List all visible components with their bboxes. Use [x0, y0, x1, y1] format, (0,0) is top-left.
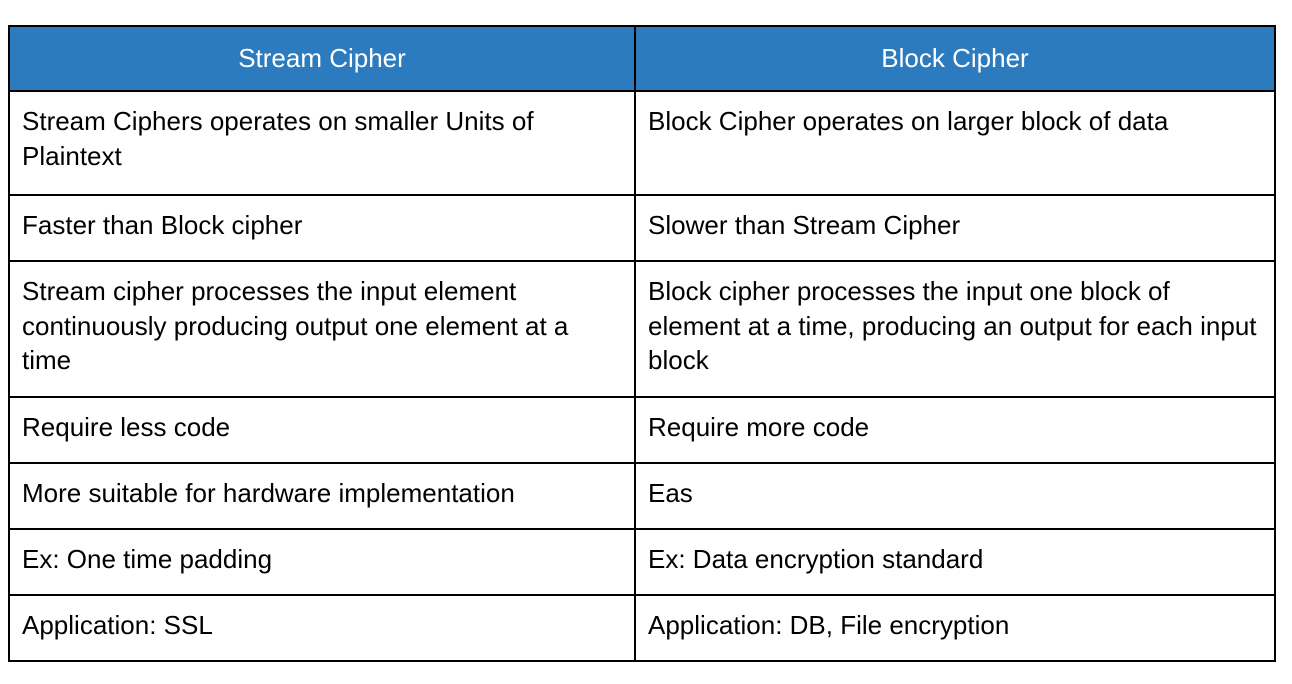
- cell-block-cipher-7: Application: DB, File encryption: [634, 594, 1276, 663]
- table-header-row: Stream Cipher Block Cipher: [8, 24, 1276, 93]
- table-row: Application: SSL Application: DB, File e…: [8, 594, 1276, 663]
- cell-block-cipher-1: Block Cipher operates on larger block of…: [634, 90, 1276, 197]
- table-row: Faster than Block cipher Slower than Str…: [8, 194, 1276, 263]
- cell-stream-cipher-3: Stream cipher processes the input elemen…: [8, 260, 636, 399]
- table-row: More suitable for hardware implementatio…: [8, 462, 1276, 531]
- cipher-comparison-table: Stream Cipher Block Cipher Stream Cipher…: [8, 24, 1276, 663]
- table-row: Stream cipher processes the input elemen…: [8, 260, 1276, 399]
- cell-block-cipher-6: Ex: Data encryption standard: [634, 528, 1276, 597]
- table-row: Stream Ciphers operates on smaller Units…: [8, 90, 1276, 197]
- column-header-stream-cipher: Stream Cipher: [8, 24, 636, 93]
- cell-stream-cipher-4: Require less code: [8, 396, 636, 465]
- table-body: Stream Ciphers operates on smaller Units…: [8, 90, 1276, 663]
- table-row: Require less code Require more code: [8, 396, 1276, 465]
- cell-stream-cipher-6: Ex: One time padding: [8, 528, 636, 597]
- cell-block-cipher-2: Slower than Stream Cipher: [634, 194, 1276, 263]
- table-header: Stream Cipher Block Cipher: [8, 24, 1276, 93]
- table-row: Ex: One time padding Ex: Data encryption…: [8, 528, 1276, 597]
- cell-block-cipher-4: Require more code: [634, 396, 1276, 465]
- cell-stream-cipher-7: Application: SSL: [8, 594, 636, 663]
- cell-block-cipher-3: Block cipher processes the input one blo…: [634, 260, 1276, 399]
- column-header-block-cipher: Block Cipher: [634, 24, 1276, 93]
- cell-stream-cipher-5: More suitable for hardware implementatio…: [8, 462, 636, 531]
- cell-block-cipher-5: Eas: [634, 462, 1276, 531]
- cell-stream-cipher-1: Stream Ciphers operates on smaller Units…: [8, 90, 636, 197]
- cell-stream-cipher-2: Faster than Block cipher: [8, 194, 636, 263]
